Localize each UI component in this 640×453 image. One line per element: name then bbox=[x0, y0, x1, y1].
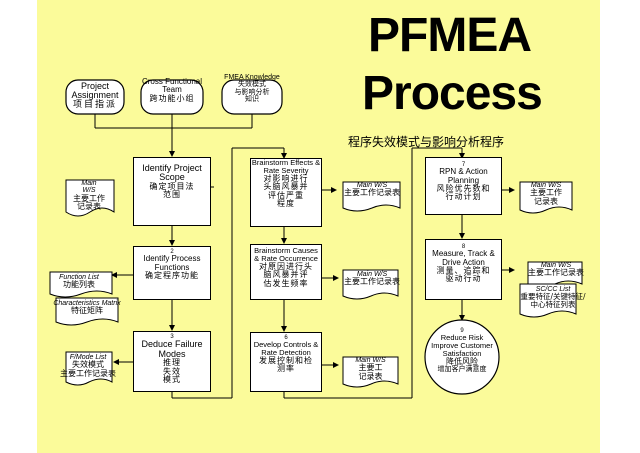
doc-cn: 重要特征/关键特征/ bbox=[520, 292, 586, 302]
input-cn: 跨功能小组 bbox=[149, 93, 195, 103]
doc-en: Main W/S bbox=[530, 182, 562, 189]
input-cn: 知识 bbox=[245, 95, 259, 104]
doc-en: Main W/S bbox=[356, 182, 388, 189]
subtitle-cn: 程序失效模式与影响分析程序 bbox=[348, 135, 505, 149]
doc-cn: 中心特征列表 bbox=[530, 300, 576, 310]
doc-en: Characteristics Matrix bbox=[53, 300, 121, 307]
doc-en: SC/CC List bbox=[535, 286, 571, 293]
doc-cn: 主要工作 bbox=[530, 188, 562, 198]
step-cn: 测量、追踪和 bbox=[436, 266, 491, 276]
title-line2: Process bbox=[362, 67, 543, 120]
step-rpn-action-planning: 7 RPN & Action Planning 风险优先数和 行动计划 bbox=[425, 157, 502, 215]
input-fmea-knowledge: FMEA Knowledge 失效模式 与影响分析 知识 bbox=[222, 74, 282, 103]
step-number: 9 bbox=[460, 328, 464, 334]
doc-cn: 记录表 bbox=[77, 202, 101, 212]
doc-function-list: Function List 功能列表 bbox=[46, 274, 112, 290]
input-cn: 失效模式 bbox=[238, 80, 266, 89]
step-cn: 行动计划 bbox=[445, 192, 482, 202]
doc-en: Function List bbox=[59, 274, 99, 281]
doc-characteristics-matrix: Characteristics Matrix 特征矩阵 bbox=[52, 300, 122, 316]
step-brainstorm-causes: Brainstorm Causes & Rate Occurrence 对原因进… bbox=[250, 244, 322, 300]
step-identify-project-scope: Identify Project Scope 确定项目法 范围 bbox=[133, 157, 211, 226]
step-cn: 失效 bbox=[163, 366, 181, 376]
doc-cn: 主要工作 bbox=[73, 193, 105, 203]
step-number: 3 bbox=[170, 334, 174, 340]
doc-main-ws-2: Main W/S 主要工作记录表 bbox=[332, 182, 412, 198]
step-en: Reduce Risk Improve Customer Satisfactio… bbox=[431, 333, 493, 359]
step-en: Identify Project Scope bbox=[142, 163, 202, 183]
input-en: Cross Functional Team bbox=[141, 77, 203, 95]
doc-cn: 功能列表 bbox=[63, 280, 95, 290]
step-identify-process-functions: 2 Identify Process Functions 确定程序功能 bbox=[133, 246, 211, 300]
step-cn: 头脑风暴并 bbox=[263, 182, 309, 192]
doc-en: Main W/S bbox=[355, 357, 386, 364]
title-line1: PFMEA bbox=[368, 9, 532, 62]
step-develop-controls: 6 Develop Controls & Rate Detection 发展控制… bbox=[250, 332, 322, 392]
doc-en: F/Mode List bbox=[69, 354, 107, 361]
input-cn: 与影响分析 bbox=[234, 87, 270, 96]
input-cn: 项目指派 bbox=[72, 99, 117, 110]
doc-cn: 特征矩阵 bbox=[71, 306, 103, 316]
step-cn: 脑风暴并评 bbox=[263, 270, 309, 280]
step-en: Brainstorm Causes & Rate Occurrence bbox=[254, 246, 318, 263]
step-cn: 发展控制和检 bbox=[259, 356, 313, 366]
step-cn: 程度 bbox=[277, 198, 295, 208]
step-cn: 范围 bbox=[163, 190, 181, 200]
doc-sc-cc-list: SC/CC List 重要特征/关键特征/ 中心特征列表 bbox=[510, 286, 596, 309]
doc-cn: 主要工作记录表 bbox=[528, 268, 584, 278]
step-cn: 模式 bbox=[163, 374, 181, 384]
step-deduce-failure-modes: 3 Deduce Failure Modes 推理 失效 模式 bbox=[133, 331, 211, 392]
doc-cn: 主要工作记录表 bbox=[344, 188, 400, 198]
doc-en: Main W/S bbox=[540, 262, 572, 269]
step-brainstorm-effects: Brainstorm Effects & Rate Severity 对影响进行… bbox=[250, 158, 322, 227]
input-en: FMEA Knowledge bbox=[224, 74, 280, 81]
step-en: Develop Controls & Rate Detection bbox=[253, 340, 319, 358]
step-cn: 确定项目法 bbox=[149, 181, 195, 191]
step-number: 8 bbox=[461, 244, 466, 250]
doc-fmode-list: F/Mode List 失效模式 主要工作记录表 bbox=[50, 354, 126, 378]
doc-main-ws-4: Main W/S 主要工 记录表 bbox=[343, 357, 398, 381]
doc-cn: 记录表 bbox=[534, 196, 558, 206]
step-en: Deduce Failure Modes bbox=[141, 339, 203, 359]
doc-cn: 失效模式 bbox=[72, 360, 104, 370]
doc-cn: 主要工 bbox=[358, 363, 383, 373]
step-cn: 降低风险 bbox=[446, 356, 478, 366]
step-reduce-risk: 9 Reduce Risk Improve Customer Satisfact… bbox=[430, 328, 494, 374]
doc-en: Main W/S bbox=[81, 180, 97, 195]
doc-main-ws-3: Main W/S 主要工作记录表 bbox=[334, 271, 410, 287]
doc-main-ws-5: Main W/S 主要工作 记录表 bbox=[516, 182, 576, 206]
doc-main-ws-1: Main W/S 主要工作 记录表 bbox=[56, 180, 122, 211]
step-number: 7 bbox=[461, 162, 466, 168]
step-cn: 评估严重 bbox=[268, 190, 304, 200]
doc-cn: 记录表 bbox=[358, 371, 383, 381]
step-number: 2 bbox=[170, 249, 174, 255]
doc-main-ws-6: Main W/S 主要工作记录表 bbox=[516, 262, 596, 278]
step-number: 6 bbox=[284, 335, 288, 341]
step-en: Measure, Track & Drive Action bbox=[432, 249, 495, 267]
doc-cn: 主要工作记录表 bbox=[60, 368, 116, 378]
step-cn: 驱动行动 bbox=[445, 274, 482, 284]
doc-en: Main W/S bbox=[356, 271, 388, 278]
input-en: Project Assignment bbox=[71, 81, 119, 101]
step-en: Identify Process Functions bbox=[143, 254, 201, 272]
doc-cn: 主要工作记录表 bbox=[344, 277, 400, 287]
step-en: Brainstorm Effects & Rate Severity bbox=[251, 158, 321, 175]
step-en: RPN & Action Planning bbox=[439, 167, 488, 185]
step-measure-track: 8 Measure, Track & Drive Action 测量、追踪和 驱… bbox=[425, 239, 502, 300]
step-cn: 增加客户满意度 bbox=[437, 365, 487, 374]
step-cn: 对原因进行头 bbox=[259, 261, 313, 271]
step-cn: 风险优先数和 bbox=[436, 184, 491, 194]
step-cn: 估发生频率 bbox=[263, 278, 309, 288]
input-cross-functional-team: Cross Functional Team 跨功能小组 bbox=[141, 77, 203, 103]
step-cn: 推理 bbox=[163, 358, 181, 368]
step-cn: 测率 bbox=[277, 364, 295, 374]
input-project-assignment: Project Assignment 项目指派 bbox=[66, 81, 124, 110]
step-cn: 对影响进行 bbox=[263, 173, 309, 183]
step-cn: 确定程序功能 bbox=[145, 271, 199, 281]
